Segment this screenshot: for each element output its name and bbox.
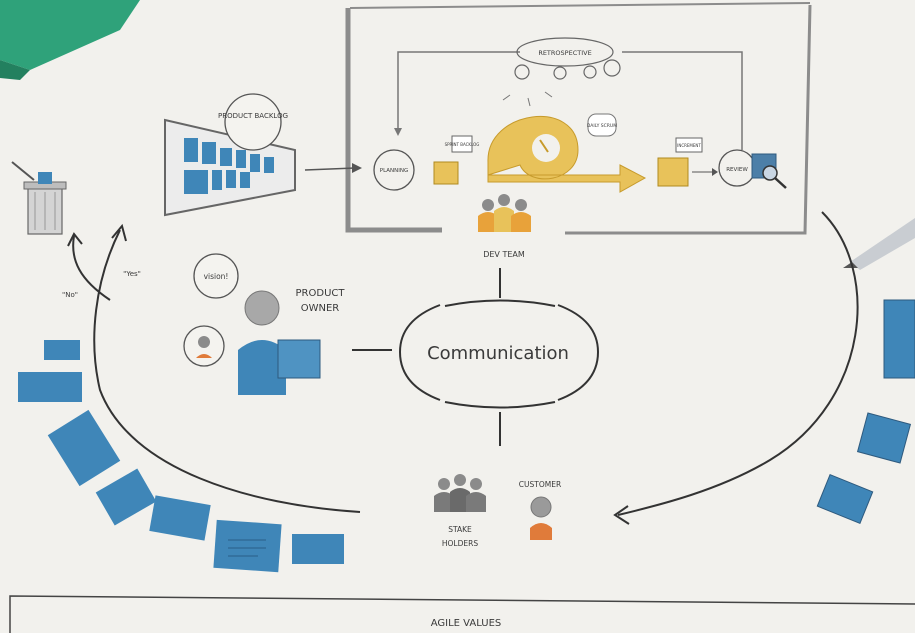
communication-node: Communication	[352, 268, 600, 446]
review-node: REVIEW	[718, 149, 787, 189]
magnifier-icon	[762, 165, 778, 181]
gear-icon	[603, 59, 621, 77]
planning-node: PLANNING	[373, 149, 415, 191]
pen-icon	[843, 218, 915, 270]
no-label: "No"	[62, 291, 78, 299]
customer-icon: CUSTOMER	[519, 480, 561, 540]
product-owner-icon: vision! PRODUCT OWNER	[183, 253, 346, 395]
dev-team-label: DEV TEAM	[483, 250, 525, 259]
stakeholders-icon: STAKE HOLDERS	[434, 474, 486, 548]
customer-label: CUSTOMER	[519, 480, 561, 489]
yes-label: "Yes"	[123, 270, 141, 278]
product-backlog-label: PRODUCT BACKLOG	[218, 112, 288, 120]
thought-icon	[553, 66, 567, 80]
feedback-loop: "No" "Yes"	[62, 211, 859, 525]
retrospective-label: RETROSPECTIVE	[538, 49, 591, 57]
product-backlog-funnel: PRODUCT BACKLOG	[164, 93, 362, 217]
agile-values-label: AGILE VALUES	[431, 618, 502, 629]
stakeholders-label-2: HOLDERS	[442, 539, 478, 548]
thought-icon	[583, 65, 597, 79]
vision-label: vision!	[204, 272, 229, 281]
increment-box: INCREMENT	[657, 137, 718, 187]
communication-label: Communication	[427, 343, 569, 364]
product-owner-label-1: PRODUCT	[296, 288, 346, 299]
dev-team-icon: DEV TEAM	[478, 194, 531, 259]
backlog-items-right	[816, 299, 915, 525]
daily-scrum-label: DAILY SCRUM	[587, 123, 617, 129]
product-owner-label-2: OWNER	[301, 303, 340, 314]
backlog-items-arc	[18, 340, 344, 573]
daily-scrum-loop: DAILY SCRUM	[487, 113, 647, 193]
agile-values-box: AGILE VALUES	[9, 595, 915, 633]
sprint-frame	[345, 2, 812, 235]
sprint-backlog-label: SPRINT BACKLOG	[445, 142, 480, 147]
planning-label: PLANNING	[380, 168, 409, 174]
sprint-backlog-box: SPRINT BACKLOG	[433, 135, 480, 185]
sticky-note	[0, 0, 140, 80]
retrospective-cloud: RETROSPECTIVE	[502, 37, 621, 107]
trash-bin-icon	[11, 161, 67, 235]
stakeholders-label-1: STAKE	[448, 525, 472, 534]
review-label: REVIEW	[726, 167, 748, 173]
increment-label: INCREMENT	[677, 143, 701, 148]
bulb-icon	[514, 64, 530, 80]
